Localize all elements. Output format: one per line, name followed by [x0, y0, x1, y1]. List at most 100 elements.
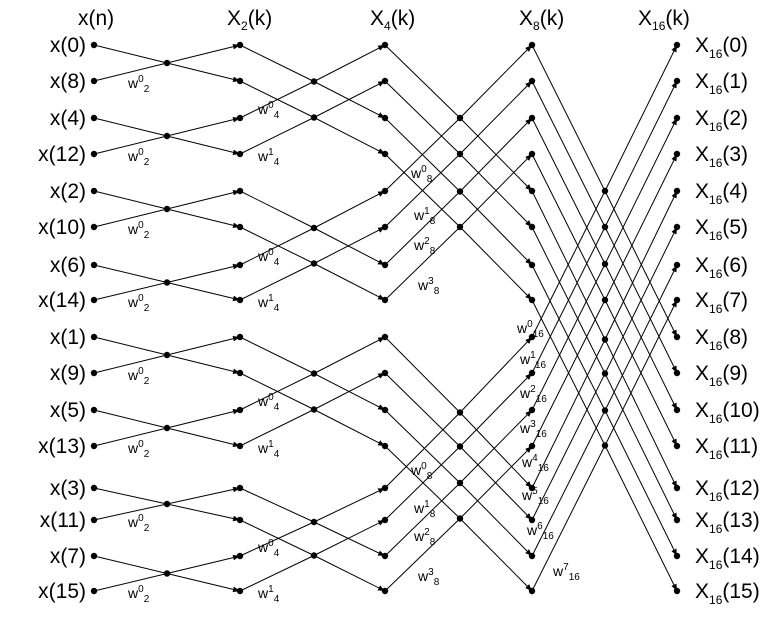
edge-stage3-out-6: [459, 191, 533, 266]
output-label: X16(0): [695, 34, 748, 61]
twiddle-w4-label: w04: [257, 247, 280, 268]
junction-node-stage2: [310, 518, 318, 526]
column-node-2-9: [381, 369, 389, 377]
column-node-3-11: [528, 442, 536, 450]
edge-stage3-in-2: [384, 117, 461, 192]
butterfly-edges: [93, 43, 678, 593]
column-node-0-12: [90, 484, 98, 492]
input-label: x(1): [50, 326, 86, 349]
edge-stage2-in-11: [239, 409, 315, 447]
column-node-0-7: [90, 296, 98, 304]
junction-node-stage3: [456, 443, 464, 450]
output-label: X16(7): [695, 289, 748, 316]
column-node-1-8: [236, 333, 244, 341]
column-node-2-3: [381, 150, 389, 158]
edge-stage1-in-13: [93, 503, 168, 521]
column-node-1-7: [236, 296, 244, 304]
twiddle-w16-label: w116: [519, 350, 547, 371]
input-label: x(7): [50, 545, 86, 568]
column-node-0-2: [90, 114, 98, 122]
column-node-1-12: [236, 484, 244, 492]
junction-node-stage2: [310, 78, 318, 85]
input-label: x(11): [40, 509, 86, 532]
twiddle-w2-label: w02: [127, 147, 150, 168]
edge-stage1-in-11: [93, 427, 168, 447]
edge-stage4-out-8: [604, 190, 678, 338]
column-node-2-0: [381, 41, 389, 49]
junction-node-stage2: [310, 370, 318, 377]
column-node-1-6: [236, 261, 244, 269]
twiddle-w16-label: w016: [516, 319, 544, 340]
input-label: x(0): [50, 34, 86, 57]
twiddle-w8-label: w18: [413, 206, 436, 227]
column-node-3-6: [528, 261, 536, 269]
edge-stage2-out-3: [313, 117, 386, 155]
edge-stage3-in-9: [384, 372, 461, 447]
column-node-1-13: [236, 516, 244, 524]
input-label: x(3): [50, 477, 86, 500]
column-node-3-12: [528, 484, 536, 492]
junction-node-stage2: [310, 114, 318, 121]
edge-stage3-in-12: [384, 412, 461, 489]
edge-stage3-out-13: [459, 446, 533, 521]
edge-stage2-out-7: [313, 263, 386, 301]
header-x-n: x(n): [78, 7, 114, 30]
output-label: X16(11): [695, 435, 758, 462]
edge-stage3-out-14: [459, 482, 533, 557]
edge-stage2-out-5: [313, 226, 386, 264]
edge-stage1-out-11: [166, 427, 241, 448]
edge-stage4-out-1: [604, 80, 678, 228]
junction-node-stage1: [163, 351, 171, 359]
junction-node-stage3: [456, 188, 464, 195]
column-node-1-3: [236, 150, 244, 158]
twiddle-w2-label: w02: [127, 74, 150, 95]
edge-stage2-in-12: [239, 487, 315, 523]
column-node-3-0: [528, 41, 536, 49]
output-label: X16(4): [695, 180, 748, 207]
edge-stage2-in-7: [239, 263, 315, 301]
edge-stage4-out-12: [604, 339, 678, 489]
column-node-4-7: [673, 296, 681, 304]
junction-node-stage4: [601, 407, 609, 414]
edge-stage1-out-2: [166, 116, 241, 137]
twiddle-w4-label: w14: [257, 439, 280, 460]
column-node-0-0: [90, 41, 98, 49]
edge-stage1-in-6: [93, 264, 168, 283]
edge-stage1-in-3: [93, 135, 168, 155]
edge-stage4-in-5: [531, 226, 606, 374]
input-label: x(8): [50, 70, 86, 93]
edge-stage4-in-1: [531, 80, 606, 228]
twiddle-w16-label: w416: [521, 453, 549, 474]
twiddle-w2-label: w02: [127, 513, 150, 534]
twiddle-w8-label: w08: [410, 461, 433, 482]
junction-node-stage1: [163, 570, 171, 577]
edge-stage2-in-0: [239, 44, 315, 82]
edge-stage1-out-10: [166, 408, 241, 429]
column-node-0-14: [90, 552, 98, 560]
edge-stage1-in-4: [93, 190, 168, 210]
junction-node-stage1: [163, 132, 171, 140]
column-node-4-4: [673, 187, 681, 195]
twiddle-w2-label: w02: [127, 439, 150, 460]
edge-stage1-out-13: [166, 503, 241, 522]
twiddle-w16-label: w716: [552, 562, 580, 583]
edge-stage3-out-8: [459, 336, 533, 413]
column-node-0-11: [90, 442, 98, 450]
twiddle-w4-label: w14: [257, 293, 280, 314]
output-label: X16(9): [695, 362, 748, 389]
column-node-1-10: [236, 406, 244, 414]
twiddle-w2-label: w02: [127, 293, 150, 314]
column-node-4-2: [673, 114, 681, 122]
output-label: X16(2): [695, 107, 748, 134]
edge-stage2-out-14: [313, 521, 386, 557]
junction-node-stage3: [456, 114, 464, 122]
column-node-0-8: [90, 333, 98, 341]
column-node-2-6: [381, 261, 389, 269]
twiddle-w16-label: w216: [519, 384, 547, 405]
edge-stage1-in-8: [93, 336, 168, 356]
column-node-0-6: [90, 261, 98, 269]
junction-node-stage1: [163, 59, 171, 67]
edge-stage4-out-5: [604, 226, 678, 374]
column-node-2-2: [381, 114, 389, 122]
